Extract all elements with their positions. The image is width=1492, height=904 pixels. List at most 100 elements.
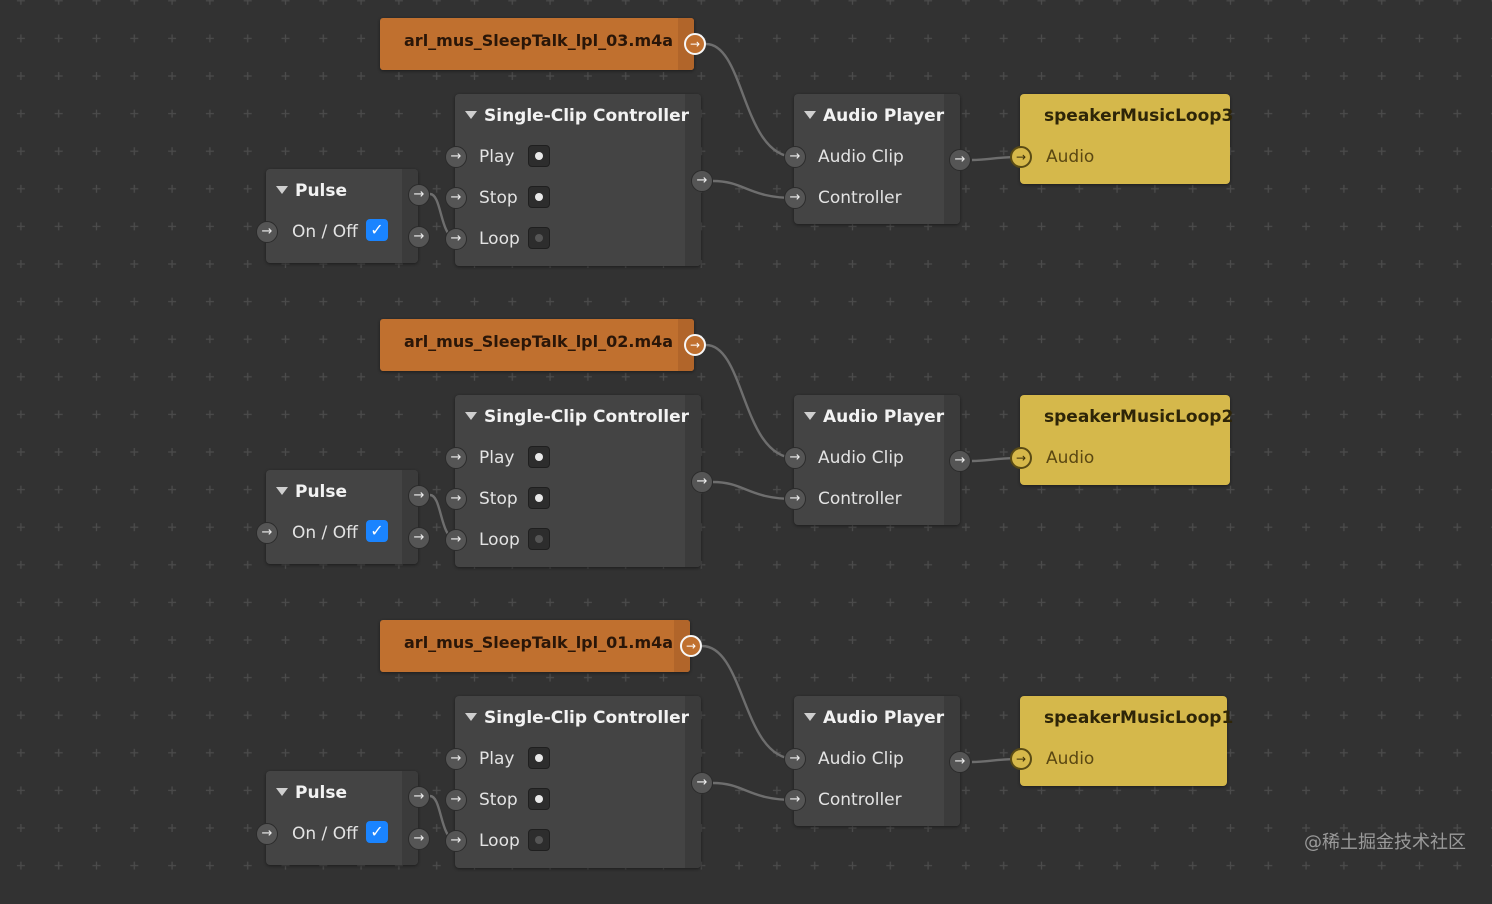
speaker-node[interactable]: speakerMusicLoop3 Audio [1020,94,1234,184]
pulse-input-port[interactable]: → [256,823,278,845]
pulse-output-port-bottom[interactable]: → [408,527,430,549]
stop-input-port[interactable]: → [445,187,467,209]
speaker-audio-label: Audio [1046,749,1095,769]
controller-label: Controller [818,188,902,208]
speaker-node[interactable]: speakerMusicLoop2 Audio [1020,395,1234,485]
audio-player-node[interactable]: Audio Player Audio Clip Controller [794,696,960,826]
stop-trigger[interactable] [528,487,550,509]
stop-trigger[interactable] [528,788,550,810]
play-trigger[interactable] [528,446,550,468]
triangle-down-icon[interactable] [465,412,477,420]
player-header: Audio Player [804,708,944,728]
play-trigger[interactable] [528,145,550,167]
triangle-down-icon[interactable] [276,487,288,495]
speaker-audio-label: Audio [1046,448,1095,468]
loop-label: Loop [479,530,520,550]
file-output-port[interactable]: → [684,33,706,55]
controller-input-port[interactable]: → [784,488,806,510]
pulse-output-port-top[interactable]: → [408,184,430,206]
speaker-audio-input-port[interactable]: → [1010,447,1032,469]
controller-title: Single-Clip Controller [484,708,689,728]
audio-clip-input-port[interactable]: → [784,146,806,168]
triangle-down-icon[interactable] [804,111,816,119]
stop-label: Stop [479,188,518,208]
controller-output-port[interactable]: → [691,170,713,192]
triangle-down-icon[interactable] [804,713,816,721]
triangle-down-icon[interactable] [804,412,816,420]
audio-clip-input-port[interactable]: → [784,748,806,770]
play-trigger[interactable] [528,747,550,769]
stop-label: Stop [479,489,518,509]
loop-toggle[interactable] [528,528,550,550]
file-name: arl_mus_SleepTalk_lpl_02.m4a [404,332,674,351]
loop-input-port[interactable]: → [445,529,467,551]
loop-toggle[interactable] [528,227,550,249]
triangle-down-icon[interactable] [276,788,288,796]
audio-file-node[interactable]: arl_mus_SleepTalk_lpl_03.m4a [380,18,694,70]
file-name: arl_mus_SleepTalk_lpl_01.m4a [404,633,674,652]
controller-input-port[interactable]: → [784,187,806,209]
player-title: Audio Player [823,106,945,126]
pulse-node[interactable]: Pulse On / Off ✓ [266,771,418,865]
player-header: Audio Player [804,106,944,126]
player-title: Audio Player [823,708,945,728]
onoff-checkbox[interactable]: ✓ [366,821,388,843]
audio-clip-input-port[interactable]: → [784,447,806,469]
file-output-port[interactable]: → [680,635,702,657]
triangle-down-icon[interactable] [465,713,477,721]
single-clip-controller-node[interactable]: Single-Clip Controller Play Stop Loop [455,395,701,567]
pulse-output-port-bottom[interactable]: → [408,828,430,850]
pulse-output-port-top[interactable]: → [408,786,430,808]
stop-trigger[interactable] [528,186,550,208]
stop-input-port[interactable]: → [445,789,467,811]
single-clip-controller-node[interactable]: Single-Clip Controller Play Stop Loop [455,94,701,266]
loop-input-port[interactable]: → [445,228,467,250]
speaker-node[interactable]: speakerMusicLoop1 Audio [1020,696,1233,786]
pulse-header: Pulse [276,482,347,502]
loop-label: Loop [479,229,520,249]
audio-clip-label: Audio Clip [818,448,904,468]
audio-player-node[interactable]: Audio Player Audio Clip Controller [794,94,960,224]
onoff-label: On / Off [292,824,358,844]
controller-label: Controller [818,489,902,509]
controller-output-port[interactable]: → [691,772,713,794]
controller-input-port[interactable]: → [784,789,806,811]
triangle-down-icon[interactable] [276,186,288,194]
file-name: arl_mus_SleepTalk_lpl_03.m4a [404,31,674,50]
audio-file-node[interactable]: arl_mus_SleepTalk_lpl_01.m4a [380,620,690,672]
onoff-checkbox[interactable]: ✓ [366,219,388,241]
player-output-port[interactable]: → [949,450,971,472]
player-output-port[interactable]: → [949,149,971,171]
single-clip-controller-node[interactable]: Single-Clip Controller Play Stop Loop [455,696,701,868]
pulse-node[interactable]: Pulse On / Off ✓ [266,169,418,263]
loop-input-port[interactable]: → [445,830,467,852]
controller-output-port[interactable]: → [691,471,713,493]
loop-toggle[interactable] [528,829,550,851]
stop-input-port[interactable]: → [445,488,467,510]
pulse-output-port-bottom[interactable]: → [408,226,430,248]
pulse-input-port[interactable]: → [256,221,278,243]
audio-clip-label: Audio Clip [818,749,904,769]
speaker-audio-input-port[interactable]: → [1010,146,1032,168]
loop-label: Loop [479,831,520,851]
pulse-output-port-top[interactable]: → [408,485,430,507]
speaker-title: speakerMusicLoop3 [1044,106,1234,126]
stop-label: Stop [479,790,518,810]
controller-label: Controller [818,790,902,810]
pulse-title: Pulse [295,482,348,502]
onoff-checkbox[interactable]: ✓ [366,520,388,542]
file-output-port[interactable]: → [684,334,706,356]
pulse-node[interactable]: Pulse On / Off ✓ [266,470,418,564]
audio-player-node[interactable]: Audio Player Audio Clip Controller [794,395,960,525]
play-input-port[interactable]: → [445,146,467,168]
play-input-port[interactable]: → [445,748,467,770]
speaker-title: speakerMusicLoop2 [1044,407,1234,427]
audio-file-node[interactable]: arl_mus_SleepTalk_lpl_02.m4a [380,319,694,371]
play-input-port[interactable]: → [445,447,467,469]
pulse-input-port[interactable]: → [256,522,278,544]
triangle-down-icon[interactable] [465,111,477,119]
player-output-port[interactable]: → [949,751,971,773]
node-group-loop2: arl_mus_SleepTalk_lpl_02.m4a → Pulse On … [0,301,1492,603]
speaker-audio-input-port[interactable]: → [1010,748,1032,770]
pulse-header: Pulse [276,181,347,201]
